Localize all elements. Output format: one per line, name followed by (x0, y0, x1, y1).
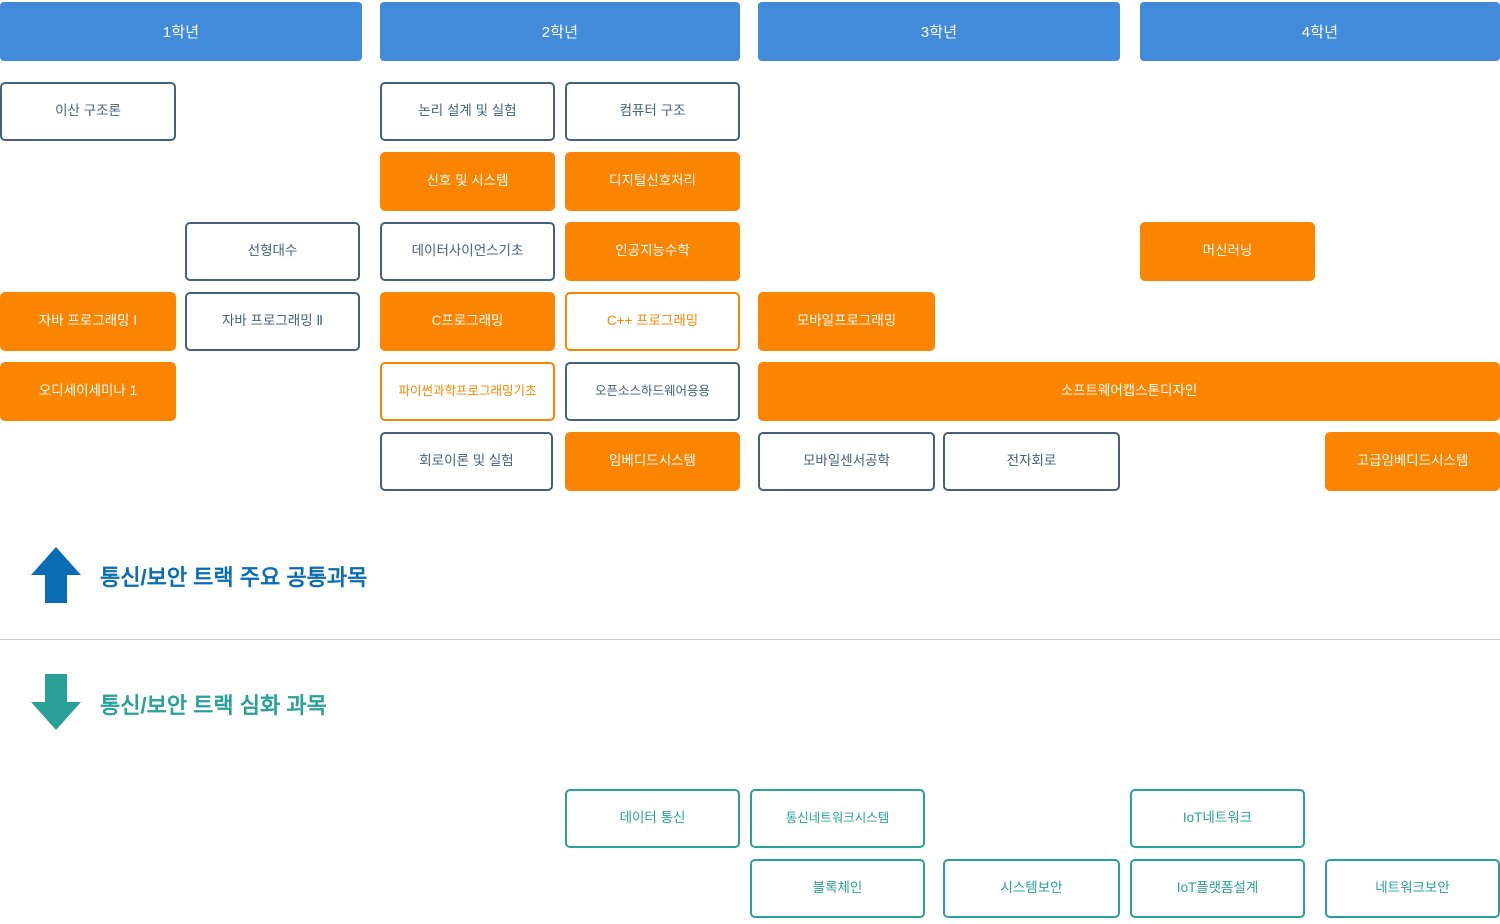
course-label: 소프트웨어캡스톤디자인 (1060, 383, 1198, 399)
course-box-signals-systems[interactable]: 신호 및 시스템 (380, 152, 555, 211)
course-label: 이산 구조론 (55, 103, 121, 119)
course-box-discrete-structures[interactable]: 이산 구조론 (0, 82, 176, 141)
course-label: 데이터 통신 (619, 810, 686, 826)
course-label: 머신러닝 (1202, 243, 1253, 259)
course-label: 네트워크보안 (1375, 880, 1450, 896)
course-box-advanced-embedded-system[interactable]: 고급임베디드시스템 (1325, 432, 1500, 491)
year-header-3-label: 3학년 (920, 24, 958, 41)
legend-down-label: 통신/보안 트랙 심화 과목 (100, 688, 327, 720)
course-label: 선형대수 (247, 243, 298, 259)
course-box-mobile-sensor-engineering[interactable]: 모바일센서공학 (758, 432, 935, 491)
track-box-system-security[interactable]: 시스템보안 (943, 859, 1120, 918)
track-box-blockchain[interactable]: 블록체인 (750, 859, 925, 918)
year-header-3: 3학년 (758, 2, 1120, 61)
course-box-electronic-circuits[interactable]: 전자회로 (943, 432, 1120, 491)
course-label: IoT플랫폼설계 (1176, 880, 1259, 896)
course-label: 논리 설계 및 실험 (418, 103, 517, 119)
course-box-data-science-basics[interactable]: 데이터사이언스기초 (380, 222, 555, 281)
course-box-c-programming[interactable]: C프로그래밍 (380, 292, 555, 351)
course-box-java-programming-2[interactable]: 자바 프로그래밍 Ⅱ (185, 292, 360, 351)
course-label: 신호 및 시스템 (426, 173, 509, 189)
course-label: C프로그래밍 (431, 313, 504, 329)
course-box-python-science-programming-basics[interactable]: 파이썬과학프로그래밍기초 (380, 362, 555, 421)
course-box-embedded-system[interactable]: 임베디드시스템 (565, 432, 740, 491)
course-label: 디지털신호처리 (609, 173, 696, 189)
course-box-open-source-hardware-application[interactable]: 오픈소스하드웨어응용 (565, 362, 740, 421)
course-box-mobile-programming[interactable]: 모바일프로그래밍 (758, 292, 935, 351)
year-header-4-label: 4학년 (1301, 24, 1339, 41)
track-box-data-communication[interactable]: 데이터 통신 (565, 789, 740, 848)
course-label: 자바 프로그래밍 Ⅱ (221, 313, 324, 329)
course-label: 회로이론 및 실험 (419, 453, 514, 469)
track-box-communication-network-system[interactable]: 통신네트워크시스템 (750, 789, 925, 848)
course-box-ai-mathematics[interactable]: 인공지능수학 (565, 222, 740, 281)
legend-up-label: 통신/보안 트랙 주요 공통과목 (100, 560, 367, 592)
legend-down-arrow-icon (30, 673, 82, 731)
course-label: 통신네트워크시스템 (785, 810, 890, 825)
course-label: 블록체인 (812, 880, 863, 896)
course-label: IoT네트워크 (1182, 810, 1253, 826)
course-label: 전자회로 (1006, 453, 1057, 469)
course-box-digital-signal-processing[interactable]: 디지털신호처리 (565, 152, 740, 211)
course-box-odyssey-seminar-1[interactable]: 오디세이세미나 1 (0, 362, 176, 421)
course-label: 임베디드시스템 (609, 453, 696, 469)
course-label: 모바일프로그래밍 (796, 313, 897, 329)
track-box-network-security[interactable]: 네트워크보안 (1325, 859, 1500, 918)
course-box-java-programming-1[interactable]: 자바 프로그래밍 Ⅰ (0, 292, 176, 351)
year-header-1: 1학년 (0, 2, 362, 61)
legend-divider (0, 639, 1500, 640)
year-header-4: 4학년 (1140, 2, 1500, 61)
course-box-software-capstone-design[interactable]: 소프트웨어캡스톤디자인 (758, 362, 1500, 421)
legend-down-text: 통신/보안 트랙 심화 과목 (100, 693, 327, 718)
course-box-linear-algebra[interactable]: 선형대수 (185, 222, 360, 281)
year-header-1-label: 1학년 (162, 24, 200, 41)
course-box-cpp-programming[interactable]: C++ 프로그래밍 (565, 292, 740, 351)
course-box-machine-learning[interactable]: 머신러닝 (1140, 222, 1315, 281)
year-header-2: 2학년 (380, 2, 740, 61)
course-label: 인공지능수학 (615, 243, 690, 259)
course-box-circuit-theory-lab[interactable]: 회로이론 및 실험 (380, 432, 553, 491)
course-label: C++ 프로그래밍 (606, 313, 699, 329)
course-label: 자바 프로그래밍 Ⅰ (38, 313, 138, 329)
course-label: 오디세이세미나 1 (38, 383, 138, 399)
course-label: 오픈소스하드웨어응용 (594, 383, 710, 398)
legend-up-arrow-icon (30, 546, 82, 604)
legend-up-text: 통신/보안 트랙 주요 공통과목 (100, 565, 368, 590)
course-label: 파이썬과학프로그래밍기초 (398, 383, 537, 398)
course-box-logic-design-lab[interactable]: 논리 설계 및 실험 (380, 82, 555, 141)
track-box-iot-platform-design[interactable]: IoT플랫폼설계 (1130, 859, 1305, 918)
course-label: 데이터사이언스기초 (411, 243, 524, 259)
course-label: 고급임베디드시스템 (1356, 453, 1469, 469)
course-box-computer-architecture[interactable]: 컴퓨터 구조 (565, 82, 740, 141)
course-label: 모바일센서공학 (803, 453, 890, 469)
course-label: 컴퓨터 구조 (619, 103, 686, 119)
course-label: 시스템보안 (1000, 880, 1063, 896)
year-header-2-label: 2학년 (541, 24, 579, 41)
track-box-iot-network[interactable]: IoT네트워크 (1130, 789, 1305, 848)
